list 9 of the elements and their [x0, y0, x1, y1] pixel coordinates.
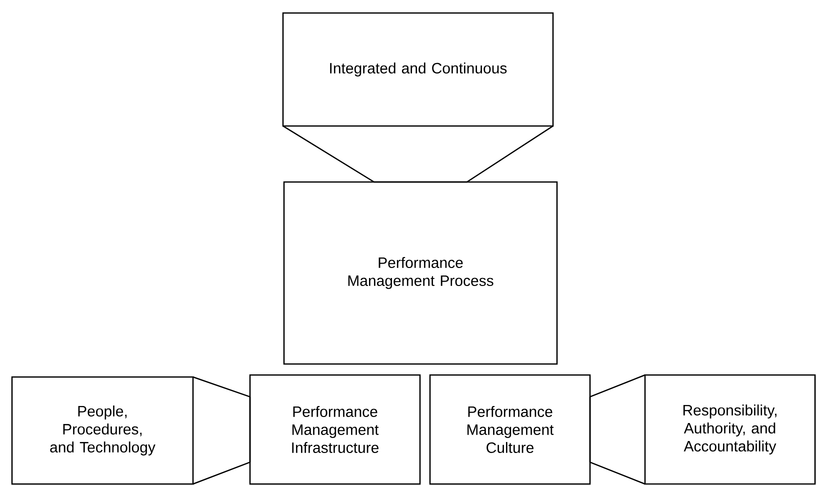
text-box: People, Procedures, and Technology — [11, 376, 194, 485]
text-box: Performance Management Process — [283, 181, 558, 365]
funnel-connector — [192, 376, 251, 485]
text-box: Performance Management Infrastructure — [249, 374, 421, 485]
text-box: Responsibility, Authority, and Accountability — [644, 374, 816, 485]
funnel-connector — [282, 125, 554, 183]
funnel-connector — [589, 374, 646, 485]
text-box: Performance Management Culture — [429, 374, 591, 485]
text-box: Integrated and Continuous — [282, 12, 554, 127]
